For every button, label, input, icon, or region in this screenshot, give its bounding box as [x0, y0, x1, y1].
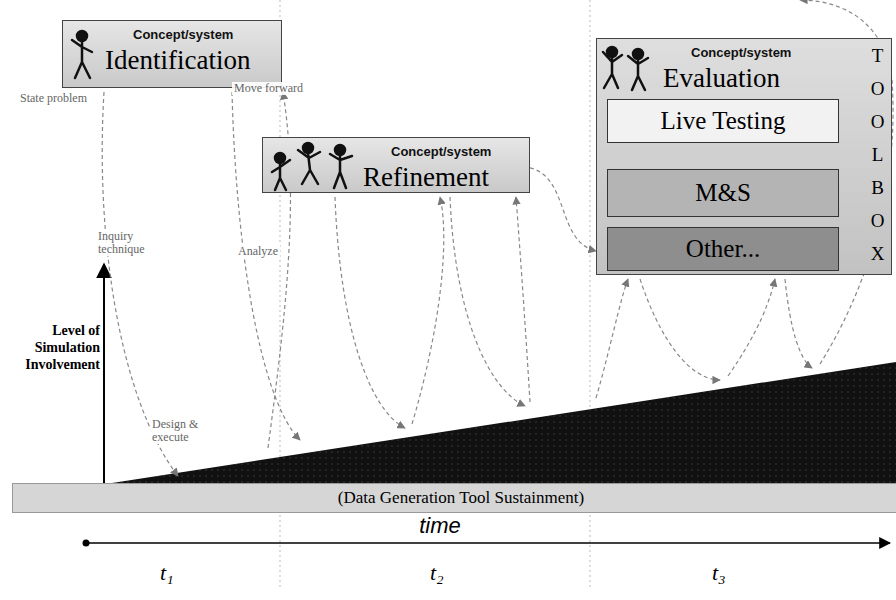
period-label: t₂ — [430, 560, 470, 586]
box-subtitle: Concept/system — [391, 144, 491, 159]
box-title: Evaluation — [663, 63, 780, 93]
phase-box: Concept/systemRefinement — [262, 137, 530, 193]
phase-box: Concept/systemIdentification — [62, 20, 282, 88]
y-axis — [103, 264, 105, 483]
box-subtitle: Concept/system — [133, 27, 233, 42]
step-label: Analyze — [236, 245, 280, 258]
tool-label: Live Testing — [608, 100, 838, 142]
step-label: Inquiry technique — [96, 230, 170, 256]
vertical-heading: TOOLBOX — [868, 39, 887, 270]
axis-label: time — [400, 514, 480, 538]
band-label: (Data Generation Tool Sustainment) — [13, 484, 896, 512]
process-arrows — [102, 0, 893, 476]
sustainment-band: (Data Generation Tool Sustainment) — [12, 483, 896, 513]
box-title: Identification — [105, 45, 250, 75]
period-label: t₁ — [160, 560, 200, 586]
period-label: t₃ — [712, 560, 752, 586]
tool-box: M&S — [607, 169, 839, 217]
tool-box: Other... — [607, 227, 839, 271]
time-axis — [86, 542, 890, 544]
step-label: Move forward — [232, 82, 305, 95]
step-label: Design & execute — [150, 418, 214, 444]
tool-label: M&S — [608, 170, 838, 216]
tool-label: Other... — [608, 228, 838, 270]
box-subtitle: Concept/system — [691, 45, 791, 60]
toolbox-panel: Concept/systemEvaluation TOOLBOX Live Test… — [596, 38, 892, 275]
axis-label: Level of Simulation Involvement — [4, 322, 100, 373]
involvement-wedge — [112, 362, 896, 483]
box-title: Refinement — [363, 162, 489, 192]
tool-box: Live Testing — [607, 99, 839, 143]
step-label: State problem — [18, 92, 89, 105]
flow-connector — [530, 168, 596, 251]
stick-figures — [72, 31, 648, 190]
